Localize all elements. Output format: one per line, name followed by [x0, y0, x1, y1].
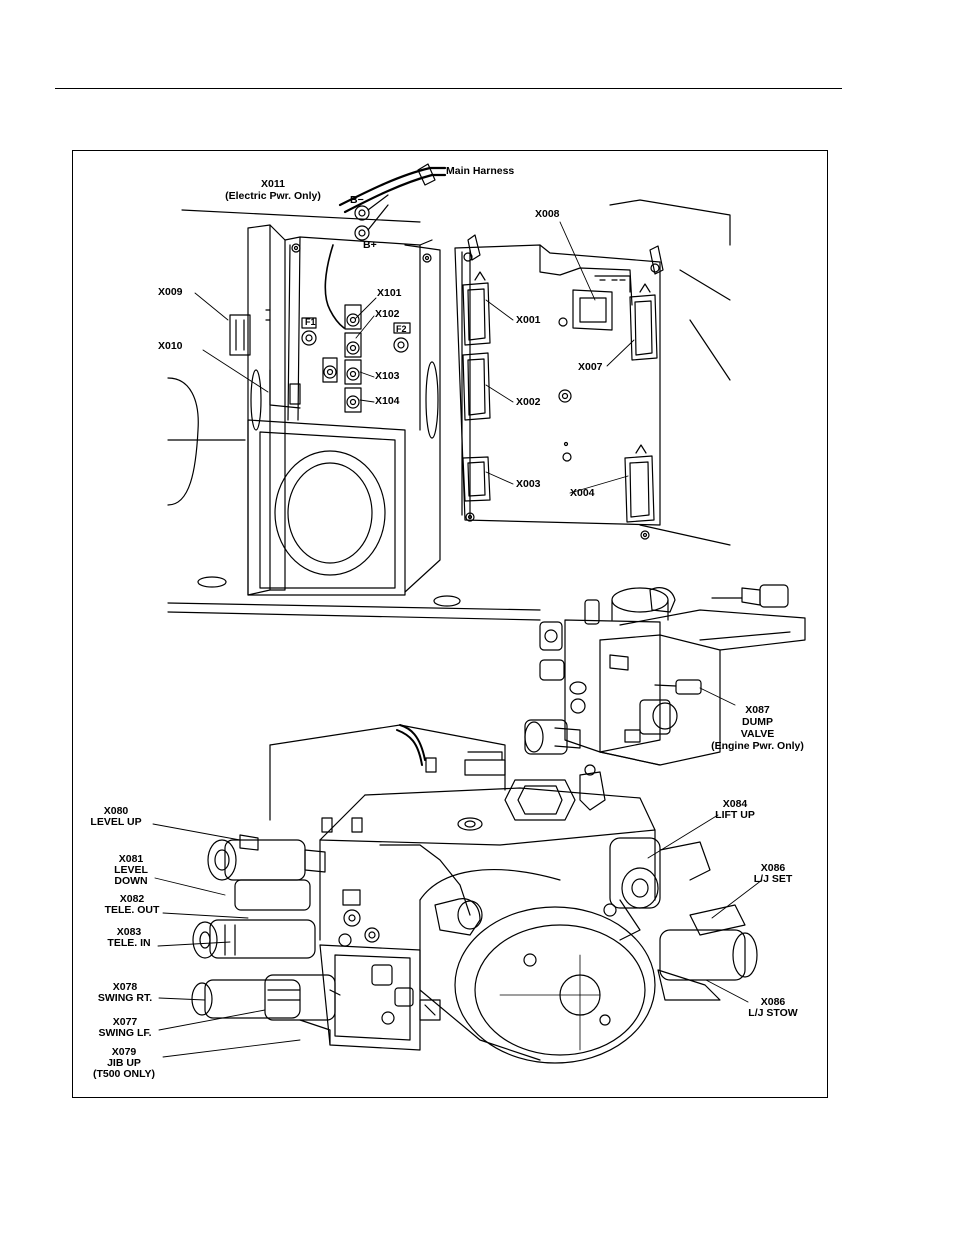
- x082-line2: TELE. OUT: [98, 905, 166, 917]
- x086-set-line2: L/J SET: [745, 874, 801, 886]
- x004-label: X004: [570, 488, 595, 500]
- main-harness-label: Main Harness: [446, 166, 514, 178]
- main-manifold: [270, 725, 655, 940]
- x010-label: X010: [158, 341, 183, 353]
- x087-label: X087: [700, 705, 815, 717]
- x007-label: X007: [578, 362, 603, 374]
- chassis-outline: [168, 200, 730, 620]
- x011-note-label: (Electric Pwr. Only): [203, 191, 343, 203]
- right-solenoids: [604, 838, 757, 1000]
- f1-label: F1: [305, 317, 316, 329]
- lower-valve-block: [320, 890, 440, 1050]
- x104-label: X104: [375, 396, 400, 408]
- f2-label: F2: [396, 324, 407, 336]
- x009-label: X009: [158, 287, 183, 299]
- left-solenoids: [192, 835, 340, 1045]
- x011-label: X011: [203, 179, 343, 191]
- pump-motor: [420, 870, 655, 1063]
- x084-line2: LIFT UP: [705, 810, 765, 822]
- b-plus-label: B+: [363, 240, 377, 252]
- x101-label: X101: [377, 288, 402, 300]
- x003-label: X003: [516, 479, 541, 491]
- x083-line2: TELE. IN: [98, 938, 160, 950]
- x080-line2: LEVEL UP: [78, 817, 154, 829]
- x077-line2: SWING LF.: [90, 1028, 160, 1040]
- x008-label: X008: [535, 209, 560, 221]
- x087-line3: VALVE: [700, 729, 815, 741]
- control-module-panel: [455, 235, 663, 539]
- x079-line3: (T500 ONLY): [86, 1069, 162, 1081]
- x087-line2: DUMP: [700, 717, 815, 729]
- x078-line2: SWING RT.: [90, 993, 160, 1005]
- x086-stow-line2: L/J STOW: [742, 1008, 804, 1020]
- x102-label: X102: [375, 309, 400, 321]
- x087-line4: (Engine Pwr. Only): [700, 741, 815, 753]
- x002-label: X002: [516, 397, 541, 409]
- x081-line3: DOWN: [100, 876, 162, 888]
- x001-label: X001: [516, 315, 541, 327]
- b-minus-label: B−: [350, 195, 364, 207]
- left-panel: [230, 225, 440, 595]
- x103-label: X103: [375, 371, 400, 383]
- ecu-connectors: [463, 272, 657, 522]
